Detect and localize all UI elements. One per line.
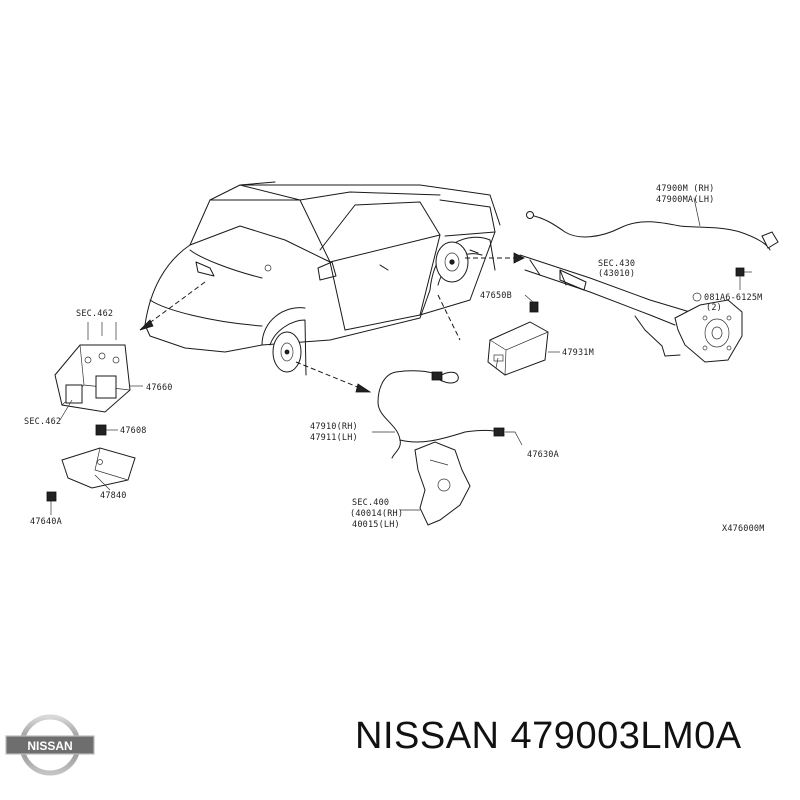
label-47650B: 47650B [480,291,512,301]
label-47640A: 47640A [30,517,62,527]
label-47900M-rh: 47900M (RH) [656,184,715,194]
abs-actuator-unit [54,322,131,421]
nut-47650B [529,301,539,313]
rear-wheel-hub [435,241,469,283]
label-sec462-top: SEC.462 [76,309,113,319]
bolt-47640A [46,491,57,515]
product-title: NISSAN 479003LM0A [355,715,742,757]
label-47910-rh: 47910(RH) [310,422,358,432]
label-43010: (43010) [598,269,635,279]
steering-knuckle [414,441,471,526]
label-47900MA-lh: 47900MA(LH) [656,195,715,205]
label-47630A: 47630A [527,450,559,460]
label-47660: 47660 [146,383,173,393]
label-47840: 47840 [100,491,127,501]
label-40014-rh: (40014(RH) [350,509,403,519]
front-wheel-hub [272,331,302,373]
label-sec400: SEC.400 [352,498,389,508]
label-47911-lh: 47911(LH) [310,433,358,443]
part-labels: SEC.462 47660 SEC.462 47608 47840 47640A… [24,184,765,534]
label-081A6-qty: (2) [706,303,722,313]
yaw-rate-sensor [487,321,549,376]
label-sec462-bottom: SEC.462 [24,417,61,427]
label-47608: 47608 [120,426,147,436]
label-sec430: SEC.430 [598,259,635,269]
label-40015-lh: 40015(LH) [352,520,400,530]
rear-axle-beam [519,254,743,363]
label-reference-code: X476000M [722,524,765,534]
callout-arrows [139,252,525,393]
nut-47608 [95,424,107,436]
bracket-47840 [61,447,136,489]
nissan-logo-wordmark: NISSAN [27,739,72,753]
rear-wheel-sensor-47900 [526,197,779,251]
label-47931M: 47931M [562,348,594,358]
label-081A6: 081A6-6125M [704,293,763,303]
front-wheel-sensor-47910 [377,370,523,459]
nissan-logo: NISSAN [5,714,95,776]
